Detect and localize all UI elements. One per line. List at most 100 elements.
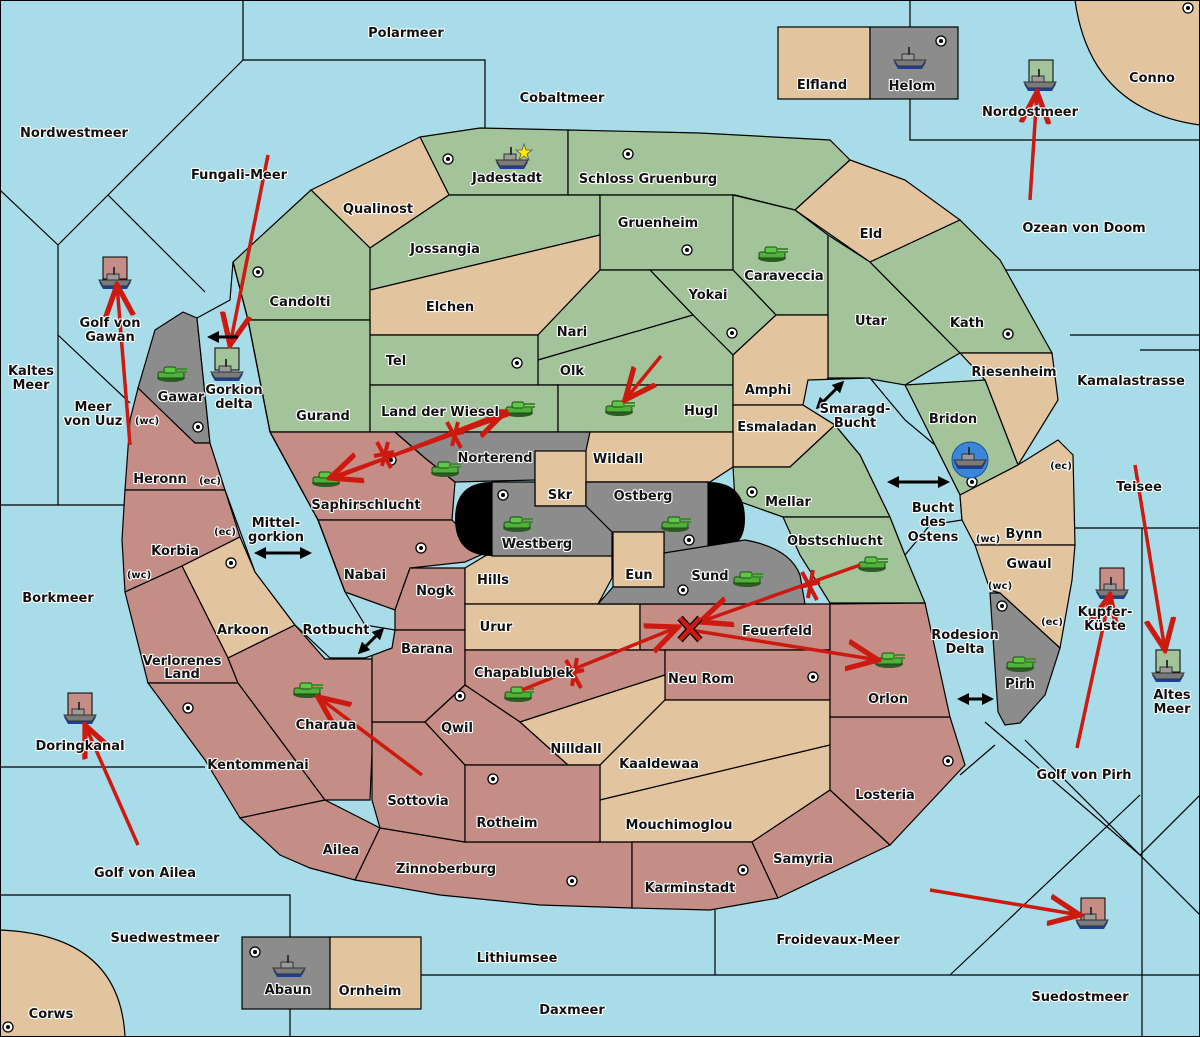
coast-tags: (wc) (ec) (ec) (wc) (ec) (wc) (wc) (ec) [126,415,1073,629]
order-arrow [1133,464,1165,650]
label-jossangia: Jossangia [409,242,480,257]
label-arkoon: Arkoon [217,623,269,638]
label-feuerfeld: Feuerfeld [742,624,812,639]
label-kamalastrasse: Kamalastrasse [1077,374,1185,389]
label-eld: Eld [860,227,883,242]
label-ornheim: Ornheim [339,984,402,999]
label-verlorenes-2: Land [164,667,200,682]
label-qualinost: Qualinost [343,202,413,217]
impassable-west [455,482,492,556]
label-bucht-ostens-2: des [920,515,946,530]
label-fungali: Fungali-Meer [191,168,288,183]
province-sund[interactable] [596,539,806,605]
label-altes-2: Meer [1154,702,1192,717]
label-korbia: Korbia [151,544,199,559]
label-rodesion-1: Rodesion [931,628,998,643]
coast-tag-gawar-wc: (wc) [135,416,159,427]
province-conno[interactable] [1074,0,1200,126]
label-westberg: Westberg [502,537,572,552]
label-polarmeer: Polarmeer [368,26,444,41]
label-gawar: Gawar [158,390,205,405]
label-bucht-ostens-3: Ostens [908,530,959,545]
label-doringkanal: Doringkanal [35,739,124,754]
label-bucht-ostens-1: Bucht [912,501,954,516]
order-arrow [700,563,861,622]
label-land-wiesel: Land der Wiesel [381,405,499,420]
coast-tag-korbia-ec: (ec) [214,527,236,538]
label-jadestadt: Jadestadt [471,171,542,186]
label-riesenheim: Riesenheim [971,365,1056,380]
order-arrow [230,154,270,345]
label-gorkion-1: Gorkion [205,383,262,398]
sea-smaragd-bucht[interactable] [802,377,963,557]
order-arrow [1030,92,1037,201]
label-caraveccia: Caraveccia [744,269,823,284]
coast-tag-korbia-wc: (wc) [127,570,151,581]
label-kaltes-2: Meer [13,378,51,393]
label-nilldall: Nilldall [550,742,601,757]
label-urur: Urur [480,620,513,635]
label-froidevaux: Froidevaux-Meer [776,933,900,948]
label-helom: Helom [889,79,936,94]
label-conno: Conno [1129,71,1175,86]
label-heronn: Heronn [133,472,187,487]
label-nari: Nari [557,325,588,340]
label-pirh: Pirh [1005,677,1035,692]
province-rotheim[interactable] [464,764,601,843]
label-suedwestmeer: Suedwestmeer [110,931,220,946]
label-kentommenai: Kentommenai [207,758,308,773]
label-altes-1: Altes [1153,688,1191,703]
order-arrow [1075,595,1110,749]
label-hills: Hills [477,573,509,588]
label-nordostmeer: Nordostmeer [982,105,1079,120]
label-bridon: Bridon [929,412,977,427]
province-elfland[interactable] [777,26,871,100]
province-karminstadt[interactable] [631,841,779,911]
label-abaun: Abaun [265,983,312,998]
label-borkmeer: Borkmeer [22,591,94,606]
label-nogk: Nogk [416,584,454,599]
province-kath[interactable] [868,219,1054,354]
order-arrow [625,354,663,400]
label-schloss: Schloss Gruenburg [579,172,717,187]
label-saphirschlucht: Saphirschlucht [311,498,420,513]
label-rodesion-2: Delta [945,642,984,657]
order-arrow [929,888,1080,915]
label-chapablublek: Chapablublek [474,666,574,681]
label-norterend: Norterend [457,451,532,466]
label-ailea: Ailea [323,843,360,858]
label-elfland: Elfland [797,78,847,93]
label-yokai: Yokai [687,288,727,303]
province-riesenheim[interactable] [958,352,1059,467]
label-rotbucht: Rotbucht [303,623,370,638]
label-skr: Skr [548,488,573,503]
label-verlorenes-1: Verlorenes [142,654,221,669]
label-zinnoberburg: Zinnoberburg [396,862,496,877]
label-olk: Olk [560,364,585,379]
province-bynn[interactable] [959,439,1076,546]
label-gorkion-2: delta [215,397,253,412]
province-ornheim[interactable] [329,936,422,1010]
label-nordwestmeer: Nordwestmeer [20,126,128,141]
province-gruenheim[interactable] [599,194,734,271]
label-nabai: Nabai [344,568,386,583]
label-golf-pirh: Golf von Pirh [1036,768,1131,783]
province-corws[interactable] [0,929,126,1037]
label-gruenheim: Gruenheim [618,216,698,231]
label-kaaldewaa: Kaaldewaa [619,757,699,772]
label-esmaladan: Esmaladan [737,420,817,435]
label-hugl: Hugl [684,404,718,419]
label-suedostmeer: Suedostmeer [1031,990,1129,1005]
order-arrow [318,697,424,777]
label-kaltes-1: Kaltes [8,364,54,379]
route-arrows [207,331,994,705]
label-wildall: Wildall [593,452,643,467]
label-gwaul: Gwaul [1006,557,1051,572]
province-eun[interactable] [612,531,665,588]
label-golf-gawan-1: Golf von [80,316,141,331]
order-arrow [85,725,140,846]
order-arrow [521,627,678,692]
label-candolti: Candolti [270,295,331,310]
label-neu-rom: Neu Rom [668,672,734,687]
